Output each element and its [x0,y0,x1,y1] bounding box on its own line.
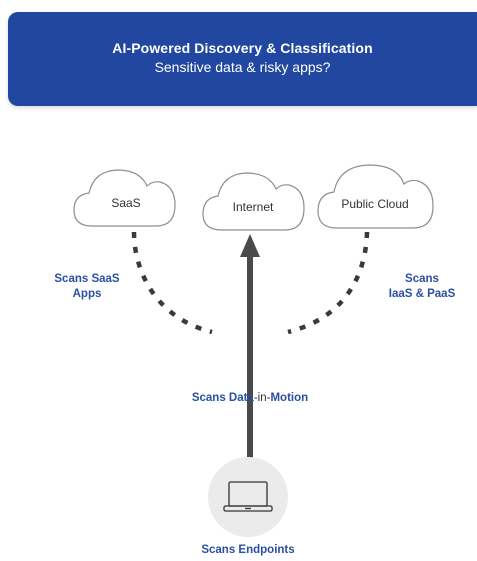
saas-cloud-label: SaaS [111,196,141,210]
laptop-icon [223,481,273,512]
header-subtitle: Sensitive data & risky apps? [154,59,331,75]
endpoint-circle [208,457,288,537]
internet-cloud-icon [202,172,305,231]
header-banner: AI-Powered Discovery & Classification Se… [8,12,477,106]
saas-cloud-icon [73,169,176,227]
header-title: AI-Powered Discovery & Classification [112,40,373,56]
arrow-up-icon [240,234,260,257]
scans-endpoints-label: Scans Endpoints [201,544,295,556]
internet-cloud-label: Internet [232,200,274,214]
data-in-motion-label: Scans Data-in-Motion [191,392,309,404]
public-cloud-label: Public Cloud [341,197,409,211]
scans-saas-label: Scans SaaS Apps [54,273,120,300]
saas-connector [131,231,213,335]
scans-iaas-label: Scans IaaS & PaaS [388,273,456,300]
public-cloud-icon [317,164,434,229]
public-cloud-connector [287,231,370,335]
